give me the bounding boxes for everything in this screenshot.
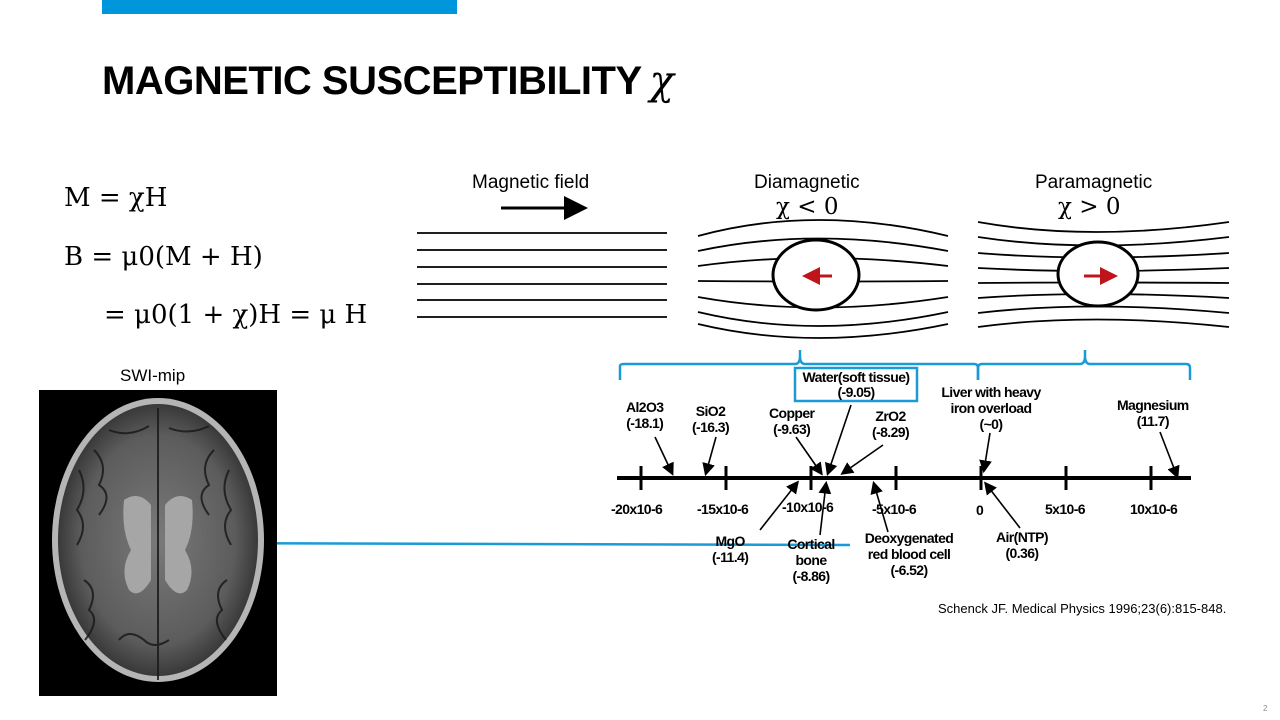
material-al2o3: Al2O3(-18.1) — [626, 399, 664, 431]
tick-label: 10x10-6 — [1130, 501, 1178, 517]
tick-label: 5x10-6 — [1045, 501, 1086, 517]
equation-magnetization: M = χH — [64, 183, 168, 213]
tick-label: -5x10-6 — [872, 501, 917, 517]
uniform-field-lines — [417, 232, 667, 318]
equation-flux-density: B = μ0(M + H) — [64, 242, 263, 272]
material-magnesium: Magnesium(11.7) — [1117, 397, 1189, 429]
paramagnetic-label: Paramagnetic — [1035, 172, 1153, 193]
diamagnetic-chi: χ < 0 — [776, 194, 839, 220]
material-copper: Copper(-9.63) — [769, 405, 815, 437]
diamagnetic-label: Diamagnetic — [754, 172, 860, 193]
accent-bar — [102, 0, 457, 14]
mri-label: SWI-mip — [120, 366, 186, 385]
tick-label: -20x10-6 — [611, 501, 663, 517]
water-highlight-box — [793, 366, 919, 403]
mri-connector-line — [189, 541, 851, 547]
tick-label: 0 — [976, 502, 984, 518]
material-air: Air(NTP)(0.36) — [996, 529, 1049, 561]
page-number: 2 — [1263, 704, 1268, 713]
paramagnetic-sample — [1056, 240, 1140, 308]
material-zro2: ZrO2(-8.29) — [872, 408, 910, 440]
material-mgo: MgO(-11.4) — [712, 533, 749, 565]
equation-permeability: = μ0(1 + χ)H = μ H — [104, 300, 368, 330]
material-pointer-arrows — [654, 404, 1180, 536]
material-water: Water(soft tissue)(-9.05) — [802, 369, 911, 400]
tick-label: -10x10-6 — [782, 499, 834, 515]
tick-label: -15x10-6 — [697, 501, 749, 517]
range-braces — [618, 350, 1192, 380]
swi-mip-brain-image — [39, 390, 277, 696]
magnetic-field-label: Magnetic field — [472, 172, 590, 193]
paramagnetic-chi: χ > 0 — [1058, 194, 1121, 220]
material-sio2: SiO2(-16.3) — [692, 403, 730, 435]
citation: Schenck JF. Medical Physics 1996;23(6):8… — [938, 601, 1227, 616]
